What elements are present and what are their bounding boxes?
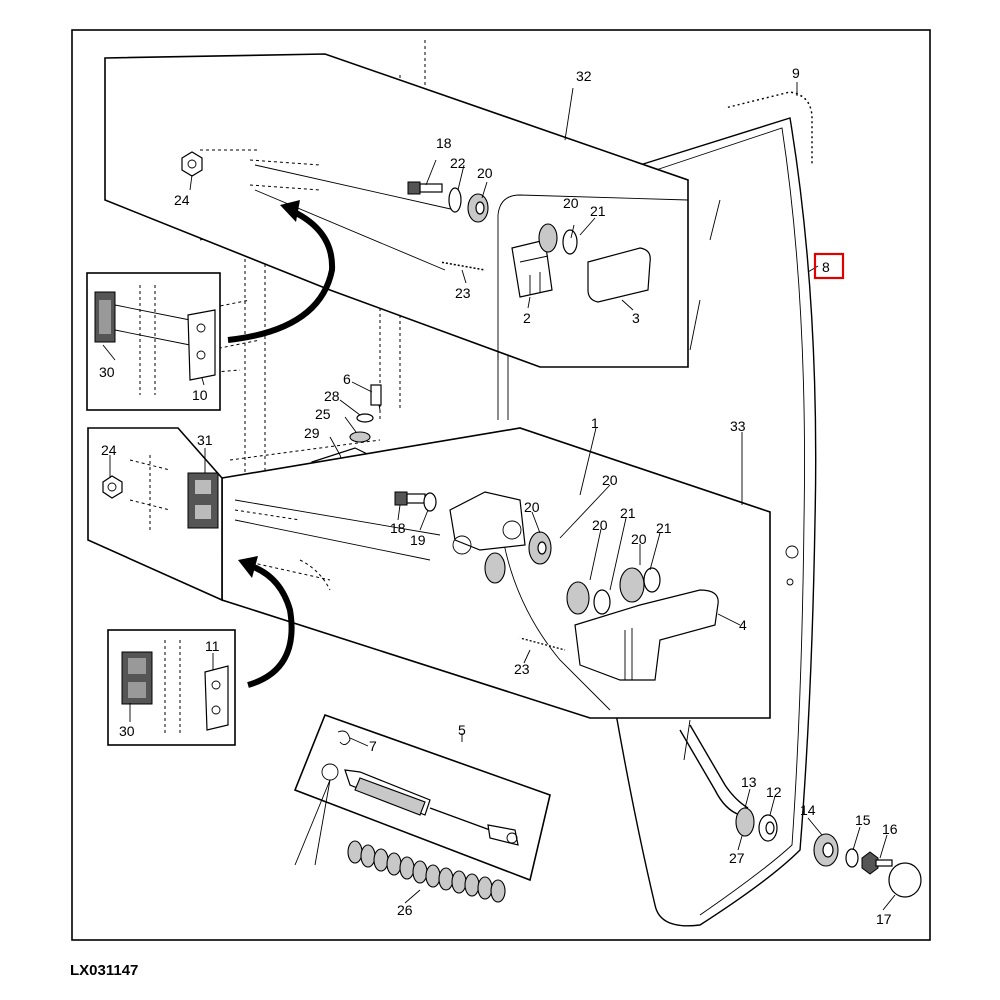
callout-25: 25: [315, 406, 331, 422]
callout-17: 17: [876, 911, 892, 927]
callout-labels: 1 2 3 4 5 6 7 8 9 10 11 12 13 14 15 16 1…: [99, 65, 898, 927]
highlight-box: [813, 252, 845, 280]
callout-2: 2: [523, 310, 531, 326]
inset-box-lower: [107, 629, 236, 746]
callout-20-d: 20: [524, 499, 540, 515]
callout-20-a: 20: [477, 165, 493, 181]
callout-20-e: 20: [592, 517, 608, 533]
drawing-code: LX031147: [70, 962, 139, 979]
callout-4: 4: [739, 617, 747, 633]
callout-16: 16: [882, 821, 898, 837]
callout-30-lower: 30: [119, 723, 135, 739]
callout-10: 10: [192, 387, 208, 403]
lower-detail-panel: [221, 427, 771, 719]
lower-rod-fittings: [679, 724, 778, 842]
callout-27: 27: [729, 850, 745, 866]
callout-19: 19: [410, 532, 426, 548]
callout-15: 15: [855, 812, 871, 828]
callout-11: 11: [205, 638, 220, 654]
upper-detail-panel: [104, 53, 689, 368]
curved-arrow-upper: [227, 200, 336, 343]
callout-32: 32: [576, 68, 592, 84]
callout-21-c: 21: [656, 520, 672, 536]
inset-box-upper: [86, 272, 221, 411]
callout-3: 3: [632, 310, 640, 326]
callout-33: 33: [730, 418, 746, 434]
callout-14: 14: [800, 802, 816, 818]
callout-18-lower: 18: [390, 520, 406, 536]
callout-9: 9: [792, 65, 800, 81]
callout-20-b: 20: [563, 195, 579, 211]
lower-right-fittings: [813, 833, 922, 898]
diagram-frame: [71, 29, 931, 941]
callout-24-lower: 24: [101, 442, 117, 458]
callout-26: 26: [397, 902, 413, 918]
callout-23-lower: 23: [514, 661, 530, 677]
callout-20-f: 20: [631, 531, 647, 547]
callout-28: 28: [324, 388, 340, 404]
seal-strip: [724, 88, 815, 165]
callout-5: 5: [458, 722, 466, 738]
callout-21-b: 21: [620, 505, 636, 521]
leader-lines: [102, 82, 896, 911]
callout-31: 31: [197, 432, 213, 448]
door-glass: [497, 117, 817, 927]
callout-23-upper: 23: [455, 285, 471, 301]
callout-12: 12: [766, 784, 782, 800]
callout-30-upper: 30: [99, 364, 115, 380]
callout-1: 1: [591, 415, 599, 431]
callout-6: 6: [343, 371, 351, 387]
curved-arrow-lower: [238, 556, 295, 688]
callout-22: 22: [450, 155, 466, 171]
callout-7: 7: [369, 738, 377, 754]
callout-20-c: 20: [602, 472, 618, 488]
callout-8: 8: [822, 259, 830, 275]
bellows: [347, 840, 506, 903]
inset-box-middle: [87, 427, 223, 602]
callout-29: 29: [304, 425, 320, 441]
callout-13: 13: [741, 774, 757, 790]
callout-24-upper: 24: [174, 192, 190, 208]
callout-21-a: 21: [590, 203, 606, 219]
callout-18-upper: 18: [436, 135, 452, 151]
gas-spring-panel: [293, 713, 551, 882]
